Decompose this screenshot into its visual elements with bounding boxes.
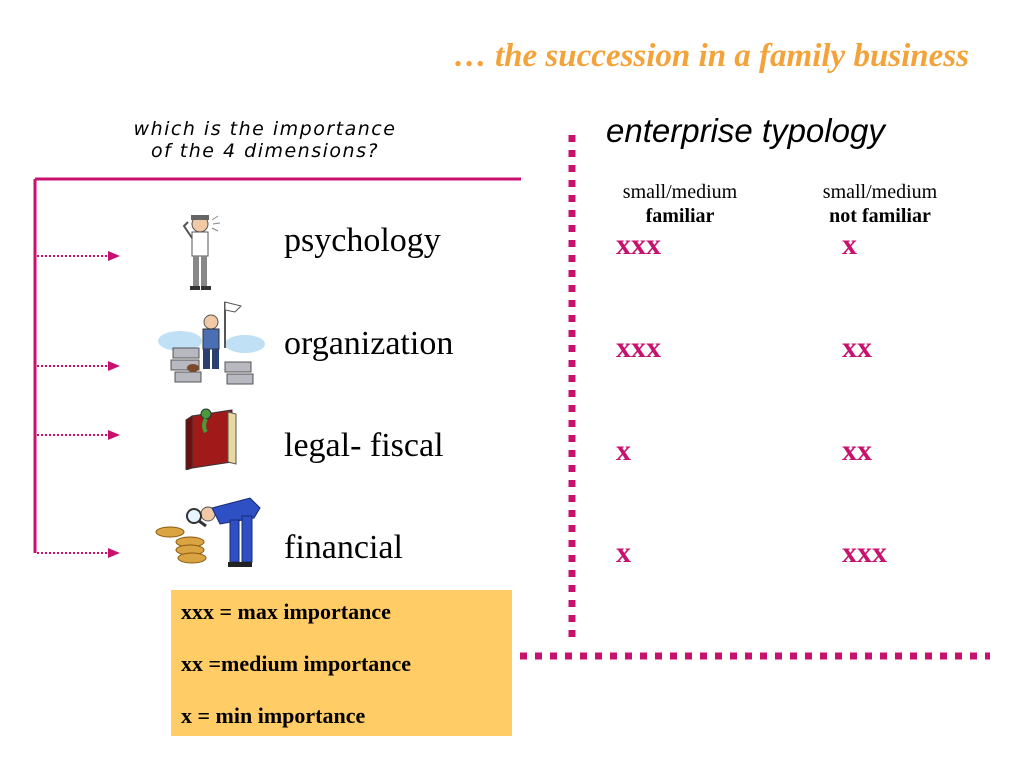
importance-mark-not-familiar: xx <box>842 434 872 467</box>
dotted-arrows <box>37 255 108 554</box>
arrow-heads <box>108 251 120 558</box>
typology-heading: enterprise typology <box>606 112 885 149</box>
dimension-label-legal-fiscal: legal- fiscal <box>284 427 444 464</box>
dimension-label-psychology: psychology <box>284 222 441 259</box>
importance-mark-not-familiar: xxx <box>842 536 887 569</box>
importance-mark-familiar: x <box>616 536 631 569</box>
importance-legend: xxx = max importance xx =medium importan… <box>171 590 512 736</box>
column-header-not-familiar: small/medium not familiar <box>790 180 970 228</box>
importance-mark-familiar: x <box>616 434 631 467</box>
paperwork-man-with-flag-icon <box>158 301 265 385</box>
importance-mark-not-familiar: xx <box>842 331 872 364</box>
question-line-1: which is the importance <box>133 118 397 140</box>
dimension-label-financial: financial <box>284 529 403 566</box>
column-kind-label: familiar <box>645 205 715 227</box>
question-line-2: of the 4 dimensions? <box>150 140 380 162</box>
law-book-icon <box>185 408 237 470</box>
column-header-familiar: small/medium familiar <box>590 180 770 228</box>
slide-title: … the succession in a family business <box>453 38 969 74</box>
column-kind-label: not familiar <box>829 205 931 227</box>
importance-mark-not-familiar: x <box>842 228 857 261</box>
dimension-label-organization: organization <box>284 325 454 362</box>
man-with-magnifier-and-coins-icon <box>155 497 261 567</box>
legend-item-medium: xx =medium importance <box>181 651 412 676</box>
legend-item-min: x = min importance <box>181 703 366 728</box>
question-text: which is the importance of the 4 dimensi… <box>40 118 490 162</box>
column-size-label: small/medium <box>822 181 938 203</box>
importance-mark-familiar: xxx <box>616 228 661 261</box>
importance-mark-familiar: xxx <box>616 331 661 364</box>
thinking-man-icon <box>182 215 221 290</box>
legend-item-max: xxx = max importance <box>181 599 391 624</box>
column-size-label: small/medium <box>622 181 738 203</box>
